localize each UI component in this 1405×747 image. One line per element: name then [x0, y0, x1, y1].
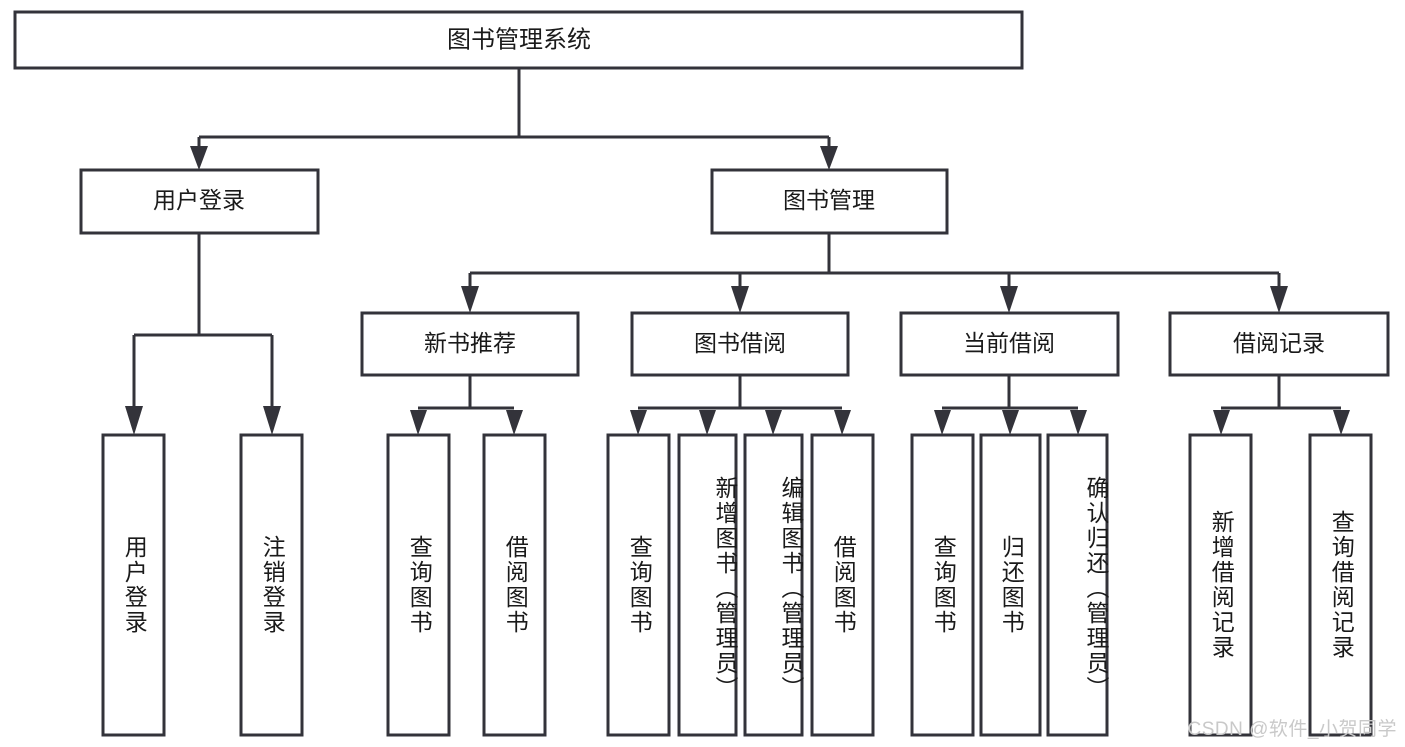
node-new-book-rec[interactable]: 新书推荐 — [360, 311, 580, 377]
arrow-head-leaf-query-record — [1333, 410, 1350, 435]
node-leaf-borrow-book-box[interactable] — [810, 433, 875, 737]
arrow-head-leaf-return-book — [1002, 410, 1019, 435]
node-book-manage-label: 图书管理 — [783, 187, 875, 213]
arrow-head-leaf-query-book-rec — [410, 410, 427, 435]
node-root-box[interactable] — [13, 10, 1024, 70]
arrow-head-book-borrow — [731, 286, 749, 313]
arrow-head-leaf-borrow-book-rec — [506, 410, 523, 435]
node-root-label: 图书管理系统 — [447, 26, 591, 53]
node-borrow-record-label: 借阅记录 — [1233, 330, 1325, 356]
leaf-box-group — [101, 433, 1373, 737]
connector-group-borrow-record-to-leaves — [1213, 375, 1350, 435]
node-user-login-box[interactable] — [79, 168, 320, 235]
arrow-head-leaf-query-book-current — [934, 410, 951, 435]
arrow-head-leaf-user-logout — [263, 406, 281, 435]
node-new-book-rec-label: 新书推荐 — [424, 330, 516, 356]
node-leaf-user-login-box[interactable] — [101, 433, 166, 737]
node-leaf-query-book-borrow-box[interactable] — [606, 433, 671, 737]
node-borrow-record-box[interactable] — [1168, 311, 1390, 377]
node-leaf-borrow-book-rec-box[interactable] — [482, 433, 547, 737]
node-current-borrow-box[interactable] — [899, 311, 1120, 377]
node-user-login[interactable]: 用户登录 — [79, 168, 320, 235]
node-new-book-rec-box[interactable] — [360, 311, 580, 377]
arrow-head-leaf-query-book-borrow — [630, 410, 647, 435]
node-book-borrow[interactable]: 图书借阅 — [630, 311, 850, 377]
node-leaf-query-book-rec-box[interactable] — [386, 433, 451, 737]
node-leaf-user-logout-box[interactable] — [239, 433, 304, 737]
arrow-head-leaf-user-login — [125, 406, 143, 435]
node-book-borrow-box[interactable] — [630, 311, 850, 377]
node-leaf-edit-book-box[interactable] — [743, 433, 804, 737]
arrow-head-leaf-edit-book — [765, 410, 782, 435]
connector-group-root-to-level1 — [190, 68, 838, 170]
node-leaf-confirm-return-box[interactable] — [1046, 433, 1109, 737]
node-leaf-add-book-box[interactable] — [677, 433, 738, 737]
csdn-watermark: CSDN @软件_小贺同学 — [1187, 719, 1397, 740]
node-root[interactable]: 图书管理系统 — [13, 10, 1024, 70]
node-current-borrow[interactable]: 当前借阅 — [899, 311, 1120, 377]
connector-group-book-manage-to-level2 — [461, 233, 1288, 313]
node-leaf-add-record-box[interactable] — [1188, 433, 1253, 737]
node-borrow-record[interactable]: 借阅记录 — [1168, 311, 1390, 377]
connector-group-current-borrow-to-leaves — [934, 375, 1087, 435]
arrow-head-leaf-add-record — [1213, 410, 1230, 435]
node-book-borrow-label: 图书借阅 — [694, 330, 786, 356]
arrow-head-leaf-confirm-return — [1070, 410, 1087, 435]
arrow-head-leaf-borrow-book — [834, 410, 851, 435]
arrow-head-borrow-record — [1270, 286, 1288, 313]
node-current-borrow-label: 当前借阅 — [963, 330, 1055, 356]
node-book-manage[interactable]: 图书管理 — [710, 168, 949, 235]
node-book-manage-box[interactable] — [710, 168, 949, 235]
arrow-head-new-book-rec — [461, 286, 479, 313]
arrow-head-current-borrow — [1000, 286, 1018, 313]
arrow-head-book-manage — [820, 146, 838, 170]
connector-group-new-book-rec-to-leaves — [410, 375, 523, 435]
node-leaf-return-book-box[interactable] — [979, 433, 1042, 737]
arrow-head-leaf-add-book — [699, 410, 716, 435]
node-leaf-query-book-current-box[interactable] — [910, 433, 975, 737]
arrow-head-user-login — [190, 146, 208, 170]
connector-group-book-borrow-to-leaves — [630, 375, 851, 435]
node-leaf-query-record-box[interactable] — [1308, 433, 1373, 737]
connector-group-user-login-to-leaves — [125, 233, 281, 435]
node-user-login-label: 用户登录 — [153, 187, 245, 213]
